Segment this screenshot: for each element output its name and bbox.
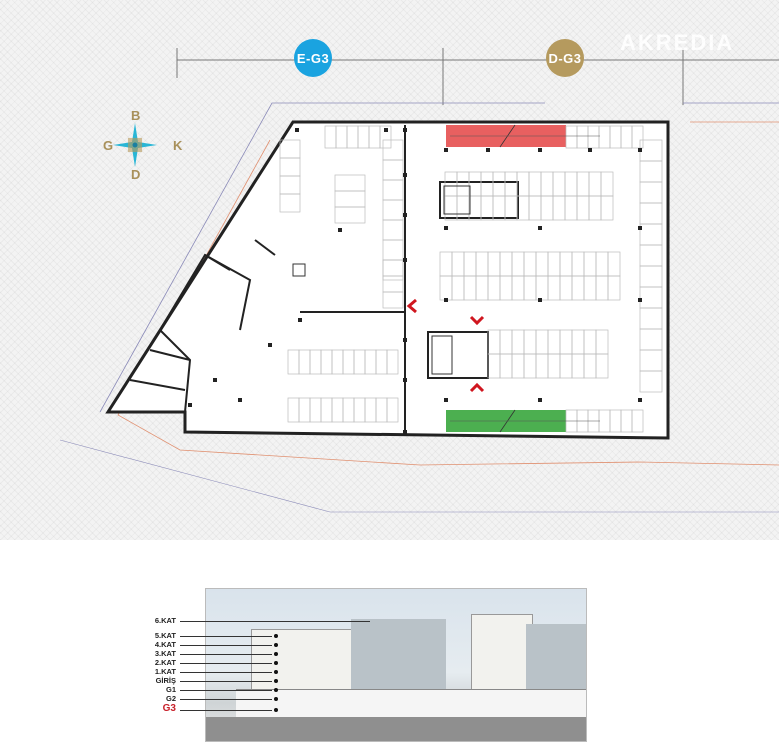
floor-leader-line [180,636,272,637]
structural-column [188,403,192,407]
floor-marker [274,670,278,674]
block-badge-d-g3: D-G3 [546,39,584,77]
compass-west: G [103,138,114,153]
parking-stall [379,125,392,149]
floor-leader-line [180,663,272,664]
structural-column [588,148,592,152]
parking-stall [279,193,301,213]
structural-column [444,398,448,402]
compass-south: D [131,167,141,182]
structural-column [444,148,448,152]
site-boundary-lower [59,439,779,513]
structural-column [238,398,242,402]
parking-stall [382,291,404,309]
floor-label: G1 [165,685,176,694]
parking-stalls [279,125,663,433]
structural-column [444,226,448,230]
section-ground [206,717,586,741]
direction-arrow-icon [406,298,417,314]
structural-column [403,128,407,132]
parking-stall [600,195,614,221]
compass-star-icon [113,123,157,167]
floor-leader-line [180,621,370,622]
floor-leader-line [180,699,272,700]
floor-label: 3.KAT [154,649,176,658]
floor-label: 5.KAT [154,631,176,640]
floor-marker [274,661,278,665]
brand-logo: AKREDIA [620,30,735,55]
compass-north: B [131,108,141,123]
parking-stall [386,397,399,423]
structural-column [213,378,217,382]
parking-stall [639,370,663,393]
direction-arrow-icon [469,315,485,326]
structural-column [403,213,407,217]
structural-column [338,228,342,232]
floor-leader-line [180,710,272,711]
parking-stall [386,349,399,375]
structural-column [444,298,448,302]
parking-stall [631,409,644,433]
floor-leader-line [180,681,272,682]
floor-leader-line [180,690,272,691]
parking-stall [595,353,609,379]
block-badge-label: E-G3 [296,50,330,66]
structural-column [268,343,272,347]
structural-column [638,398,642,402]
structural-column [403,258,407,262]
block-badge-e-g3: E-G3 [294,39,332,77]
floor-marker [274,679,278,683]
structural-column [403,378,407,382]
structural-column [403,338,407,342]
structural-column [403,173,407,177]
floor-leader-line [180,654,272,655]
floor-marker [274,697,278,701]
floor-label: G2 [165,694,176,703]
floor-plan-drawing [59,48,779,513]
floor-marker [274,643,278,647]
columns [188,128,642,434]
floor-label: 1.KAT [154,667,176,676]
structural-column [298,318,302,322]
floor-label: G3 [162,703,176,714]
floor-marker [274,634,278,638]
parking-stall [607,275,621,301]
floor-marker [274,652,278,656]
floor-marker [274,688,278,692]
floor-label: 4.KAT [154,640,176,649]
building-section-drawing [205,588,587,742]
structural-column [638,226,642,230]
structural-column [638,298,642,302]
structural-column [538,226,542,230]
structural-column [638,148,642,152]
parking-stall [631,125,644,149]
structural-column [384,128,388,132]
floor-plan-area: E-G3 D-G3 B G K D AKREDIA [0,0,779,540]
structural-column [486,148,490,152]
floor-leader-line [180,645,272,646]
stair-core [443,185,471,215]
structural-column [538,298,542,302]
structural-column [538,148,542,152]
site-boundary [99,102,545,413]
floor-label: 2.KAT [154,658,176,667]
floor-marker [274,708,278,712]
structural-column [538,398,542,402]
structural-column [403,430,407,434]
stair-core [431,335,453,375]
block-badge-label: D-G3 [548,50,582,66]
floor-label: 6.KAT [154,616,176,625]
dimension-lines [176,48,779,105]
compass-east: K [173,138,183,153]
parking-stall [334,206,366,224]
floor-leader-line [180,672,272,673]
direction-arrow-icon [469,382,485,393]
stair-core [292,263,306,277]
section-basement [236,689,586,718]
structural-column [295,128,299,132]
floor-label: GİRİŞ [155,676,176,685]
